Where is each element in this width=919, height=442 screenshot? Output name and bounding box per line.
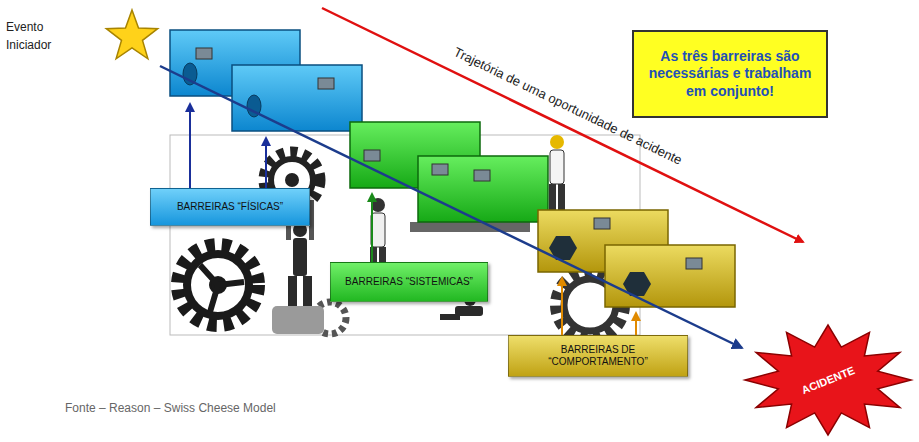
plank [410, 222, 530, 232]
accident-starburst: ACIDENTE [742, 322, 914, 438]
event-label: Evento Iniciador [6, 18, 82, 54]
box-text: As três barreiras são necessárias e trab… [644, 48, 816, 101]
barrier-label: BARREIRAS “SISTEMICAS” [330, 262, 488, 302]
box-text: BARREIRAS “SISTEMICAS” [345, 276, 473, 288]
barrier-label: BARREIRAS “FÍSICAS” [150, 188, 310, 226]
barrier-label: BARREIRAS DE “COMPORTAMENTO” [508, 335, 688, 377]
star-symbol [104, 6, 160, 66]
gear [178, 245, 258, 325]
box-text: BARREIRAS “FÍSICAS” [177, 201, 283, 213]
person-figure [549, 135, 565, 210]
barrier-slice [605, 245, 735, 307]
note-box: As três barreiras são necessárias e trab… [632, 30, 828, 118]
rock [272, 306, 324, 334]
barrier-slice [232, 65, 362, 131]
barrier-slice [418, 156, 548, 222]
initiating-event: Evento Iniciador [6, 4, 160, 74]
box-text: BARREIRAS DE “COMPORTAMENTO” [515, 344, 681, 368]
source-caption: Fonte – Reason – Swiss Cheese Model [65, 401, 276, 415]
